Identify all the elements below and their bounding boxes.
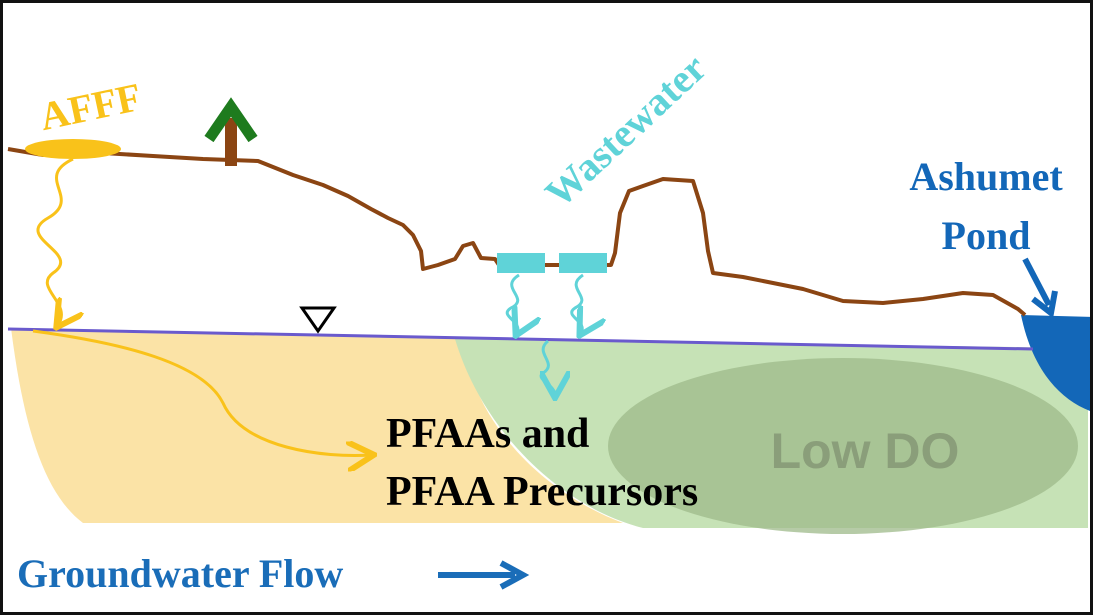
wastewater-bed-1: [497, 253, 545, 273]
pond-label-line2: Pond: [942, 213, 1031, 258]
wastewater-flow-arrow: [539, 339, 555, 395]
afff-source-icon: [25, 139, 121, 159]
diagram-canvas: AFFF Wastewater Ashumet Pond PFAAs and P…: [7, 45, 1090, 596]
afff-infiltration-arrow: [36, 157, 73, 325]
ashumet-pond: [1021, 315, 1090, 411]
plume-label-line2: PFAA Precursors: [386, 469, 698, 515]
wastewater-infiltration-1: [505, 273, 519, 333]
water-table-marker-icon: [299, 306, 337, 334]
low-do-zone: [608, 358, 1078, 534]
wastewater-infiltration-2: [570, 273, 583, 333]
flow-arrow-icon: [438, 560, 530, 590]
tree-icon: [204, 97, 258, 166]
wastewater-bed-2: [559, 253, 607, 273]
groundwater-flow-label: Groundwater Flow: [17, 551, 343, 596]
pond-pointer-arrow: [1022, 257, 1058, 319]
ground-surface: [7, 147, 1027, 317]
plume-label-line1: PFAAs and: [386, 411, 589, 457]
wastewater-label: Wastewater: [536, 45, 715, 216]
low-do-label: Low DO: [771, 423, 960, 479]
afff-label: AFFF: [36, 74, 145, 139]
afff-flow-arrow: [32, 329, 371, 455]
pond-label-line1: Ashumet: [909, 154, 1063, 199]
